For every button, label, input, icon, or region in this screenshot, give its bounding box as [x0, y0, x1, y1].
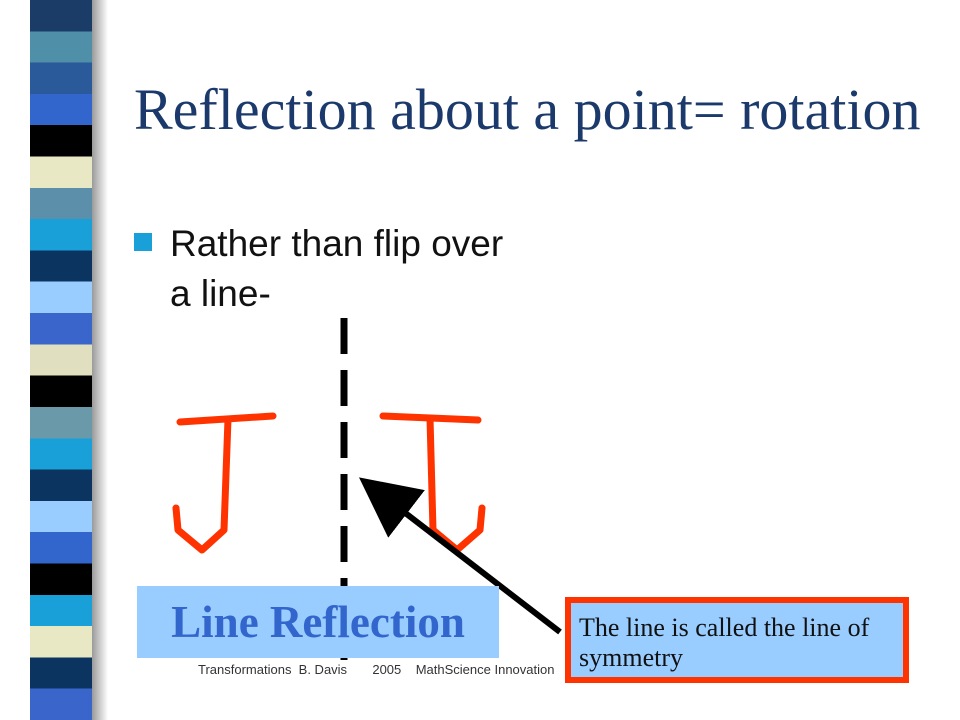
- symmetry-callout-box: The line is called the line of symmetry: [565, 597, 909, 683]
- line-reflection-label: Line Reflection: [137, 586, 499, 658]
- hook-shape-left: [172, 412, 277, 554]
- slide-footer: Transformations B. Davis 2005 MathScienc…: [198, 662, 555, 677]
- decorative-stripe-bar: [30, 0, 92, 720]
- bullet-square-icon: [134, 233, 152, 251]
- pointer-arrow: [358, 477, 562, 635]
- bullet-text: Rather than flip over a line-: [170, 223, 504, 314]
- symmetry-callout-text: The line is called the line of symmetry: [579, 613, 870, 672]
- stripe-shadow: [92, 0, 108, 720]
- hook-shape-right: [379, 412, 486, 554]
- slide-title: Reflection about a point= rotation: [134, 77, 921, 142]
